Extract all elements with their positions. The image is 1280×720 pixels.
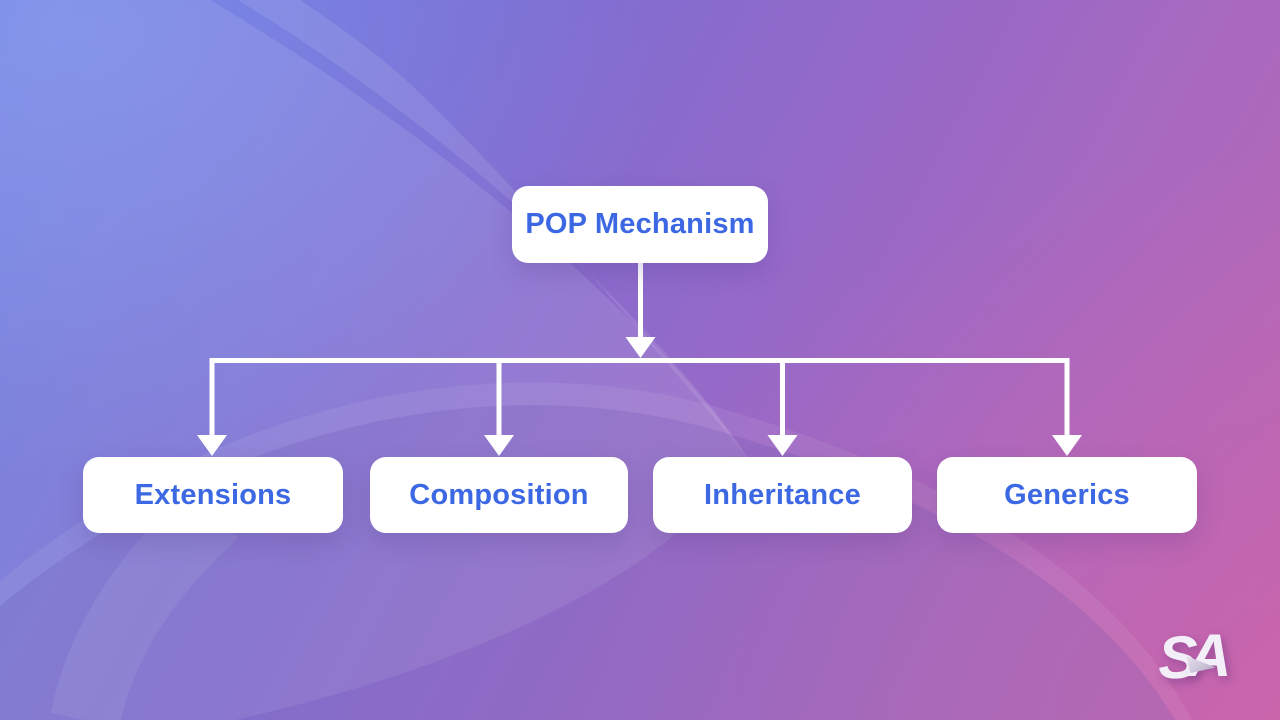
node-extensions-label: Extensions: [134, 478, 292, 511]
background-dome-rim: [0, 382, 1192, 720]
node-extensions: Extensions: [83, 457, 343, 533]
node-inheritance: Inheritance: [653, 457, 912, 533]
sa-logo-letter-s: S: [1156, 623, 1200, 692]
background-corner-arc: [50, 485, 239, 720]
connector-drop-composition: [484, 358, 514, 456]
background-light-sweep: [0, 0, 748, 720]
sa-logo: S A: [1156, 622, 1244, 692]
node-generics: Generics: [937, 457, 1197, 533]
background-dome: [0, 405, 1175, 720]
sa-logo-letter-a: A: [1188, 622, 1232, 689]
connector-drop-generics: [1052, 358, 1082, 456]
connector-root-stem: [625, 262, 656, 358]
sa-logo-fold: [1185, 654, 1217, 675]
connector-drop-inheritance: [767, 358, 798, 456]
node-generics-label: Generics: [1004, 478, 1130, 511]
node-pop-mechanism-label: POP Mechanism: [525, 208, 755, 240]
node-pop-mechanism: POP Mechanism: [512, 186, 768, 263]
connector-drop-extensions: [197, 358, 227, 456]
node-composition: Composition: [370, 457, 628, 533]
node-composition-label: Composition: [409, 478, 589, 511]
node-inheritance-label: Inheritance: [704, 478, 861, 511]
